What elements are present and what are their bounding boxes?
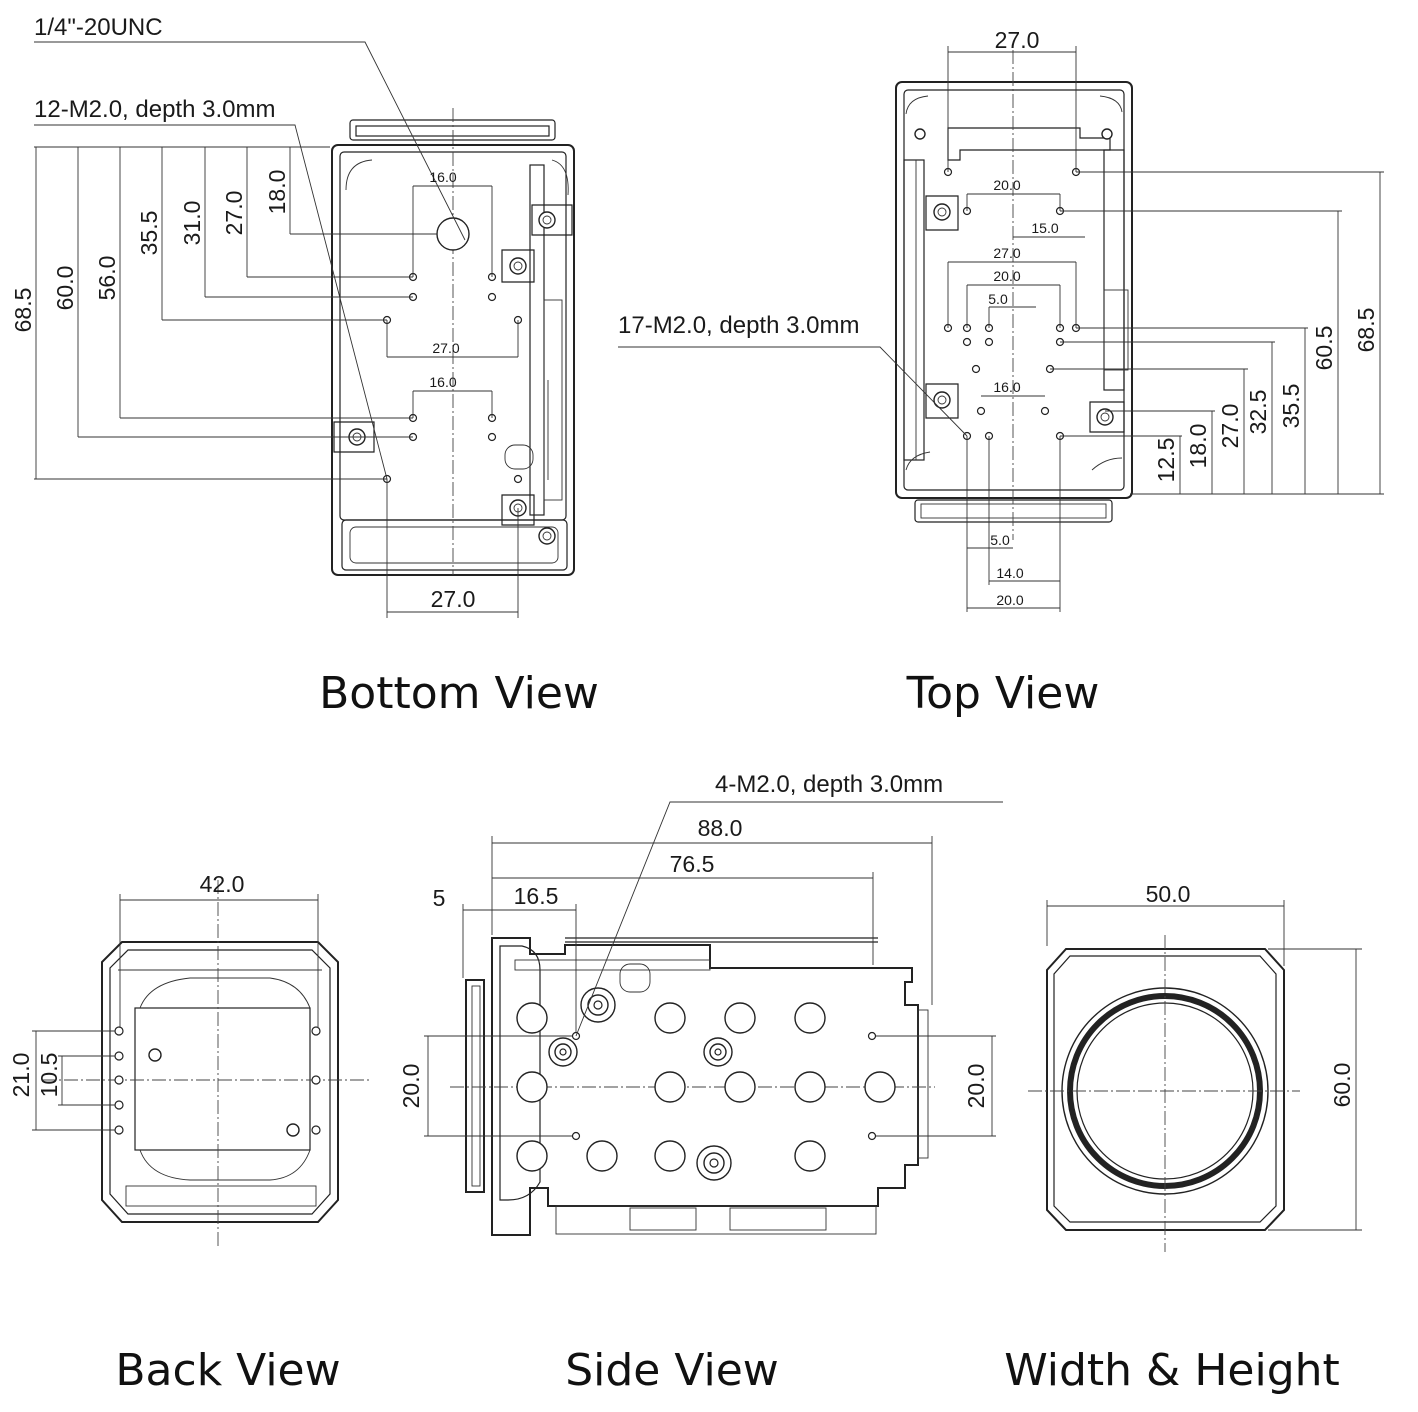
side-holes-leader — [575, 801, 1003, 1037]
bottom-holes-leader — [34, 124, 388, 480]
top-dim-20-0-c: 20.0 — [996, 592, 1023, 608]
bottom-view-title: Bottom View — [319, 668, 599, 719]
top-mount-lug-3 — [1089, 401, 1125, 433]
top-view: 27.0 20.0 15.0 27.0 20.0 5.0 16.0 5.0 14… — [618, 27, 1384, 719]
bottom-dim-35-5: 35.5 — [136, 211, 162, 256]
side-dim-88-0: 88.0 — [698, 815, 743, 841]
side-dim-20-0-right: 20.0 — [963, 1064, 989, 1109]
bottom-lens-flange-inner — [355, 125, 550, 137]
top-dim-20-0-a: 20.0 — [993, 177, 1020, 193]
back-dim-10-5: 10.5 — [36, 1053, 62, 1098]
bottom-dim-27-0-bottom: 27.0 — [431, 586, 476, 612]
top-mount-lug-1 — [925, 195, 959, 231]
top-dim-15-0: 15.0 — [1031, 220, 1058, 236]
bottom-lens-flange — [349, 119, 556, 141]
top-dim-18-0: 18.0 — [1185, 424, 1211, 469]
top-dim-14-0: 14.0 — [996, 565, 1023, 581]
bottom-holes-note: 12-M2.0, depth 3.0mm — [34, 96, 275, 123]
back-body-outline — [101, 941, 339, 1223]
bottom-mount-lug-1 — [531, 204, 573, 236]
top-body-outline — [895, 81, 1133, 499]
top-dim-35-5: 35.5 — [1278, 384, 1304, 429]
bottom-dim-68-5: 68.5 — [10, 288, 36, 333]
back-pin-holes — [114, 1026, 321, 1135]
back-view-title: Back View — [115, 1345, 340, 1396]
bottom-dim-16-0-top: 16.0 — [429, 169, 456, 185]
back-dim-21-0: 21.0 — [8, 1053, 34, 1098]
top-dim-27-0-top: 27.0 — [995, 27, 1040, 53]
bottom-dim-60-0: 60.0 — [52, 266, 78, 311]
side-dim-76-5: 76.5 — [670, 851, 715, 877]
top-holes-leader — [618, 346, 968, 437]
bottom-view: 1/4"-20UNC 12-M2.0, depth 3.0mm 68.5 60.… — [10, 14, 599, 719]
top-holes-note: 17-M2.0, depth 3.0mm — [618, 312, 859, 339]
side-body-outline — [491, 937, 919, 1236]
side-round-holes — [516, 1002, 896, 1172]
front-body-outline — [1046, 948, 1285, 1231]
side-view: 4-M2.0, depth 3.0mm 88.0 76.5 5 16.5 20.… — [398, 771, 1003, 1396]
side-lens-flange — [465, 979, 485, 1193]
bottom-vertical-dimensions — [34, 146, 437, 480]
top-dim-12-5: 12.5 — [1153, 438, 1179, 483]
side-dim-5: 5 — [433, 885, 446, 911]
bottom-dim-18-0: 18.0 — [264, 170, 290, 215]
top-dim-60-5: 60.5 — [1311, 326, 1337, 371]
side-holes-note: 4-M2.0, depth 3.0mm — [715, 771, 943, 798]
bottom-dim-16-0-low: 16.0 — [429, 374, 456, 390]
top-dim-20-0-b: 20.0 — [993, 268, 1020, 284]
bottom-thread-note: 1/4"-20UNC — [34, 14, 163, 41]
bottom-dim-27-0: 27.0 — [221, 191, 247, 236]
top-vertical-dimensions — [1050, 171, 1384, 495]
bottom-connector-panel — [341, 519, 568, 571]
back-dim-42-0: 42.0 — [200, 871, 245, 897]
bottom-tripod-thread-hole — [436, 217, 470, 251]
top-lens-flange — [914, 499, 1113, 523]
top-m2-holes — [943, 167, 1081, 441]
side-dim-20-0-left: 20.0 — [398, 1064, 424, 1109]
top-dim-32-5: 32.5 — [1245, 390, 1271, 435]
front-dim-60-0: 60.0 — [1329, 1063, 1355, 1108]
bottom-dim-27-0-mid: 27.0 — [432, 340, 459, 356]
back-connector-board — [134, 1007, 311, 1151]
bottom-mount-lug-2 — [501, 249, 535, 283]
side-screw-bosses — [548, 987, 733, 1181]
top-dim-16-0: 16.0 — [993, 379, 1020, 395]
bottom-dim-56-0: 56.0 — [94, 256, 120, 301]
top-dim-27-0: 27.0 — [1217, 404, 1243, 449]
back-view: 42.0 21.0 10.5 Back View — [8, 871, 372, 1396]
side-view-title: Side View — [565, 1345, 779, 1396]
bottom-thread-leader — [34, 41, 466, 241]
side-dim-16-5: 16.5 — [514, 883, 559, 909]
top-dim-68-5: 68.5 — [1353, 308, 1379, 353]
front-dim-50-0: 50.0 — [1146, 881, 1191, 907]
top-dim-27-0-b: 27.0 — [993, 245, 1020, 261]
width-height-title: Width & Height — [1004, 1345, 1340, 1396]
width-height-view: 50.0 60.0 Width & Height — [1004, 881, 1362, 1396]
top-dim-5-0-a: 5.0 — [988, 291, 1008, 307]
bottom-dim-31-0: 31.0 — [179, 201, 205, 246]
top-dim-5-0-b: 5.0 — [990, 532, 1010, 548]
top-view-title: Top View — [906, 668, 1100, 719]
top-mount-lug-2 — [925, 383, 959, 419]
